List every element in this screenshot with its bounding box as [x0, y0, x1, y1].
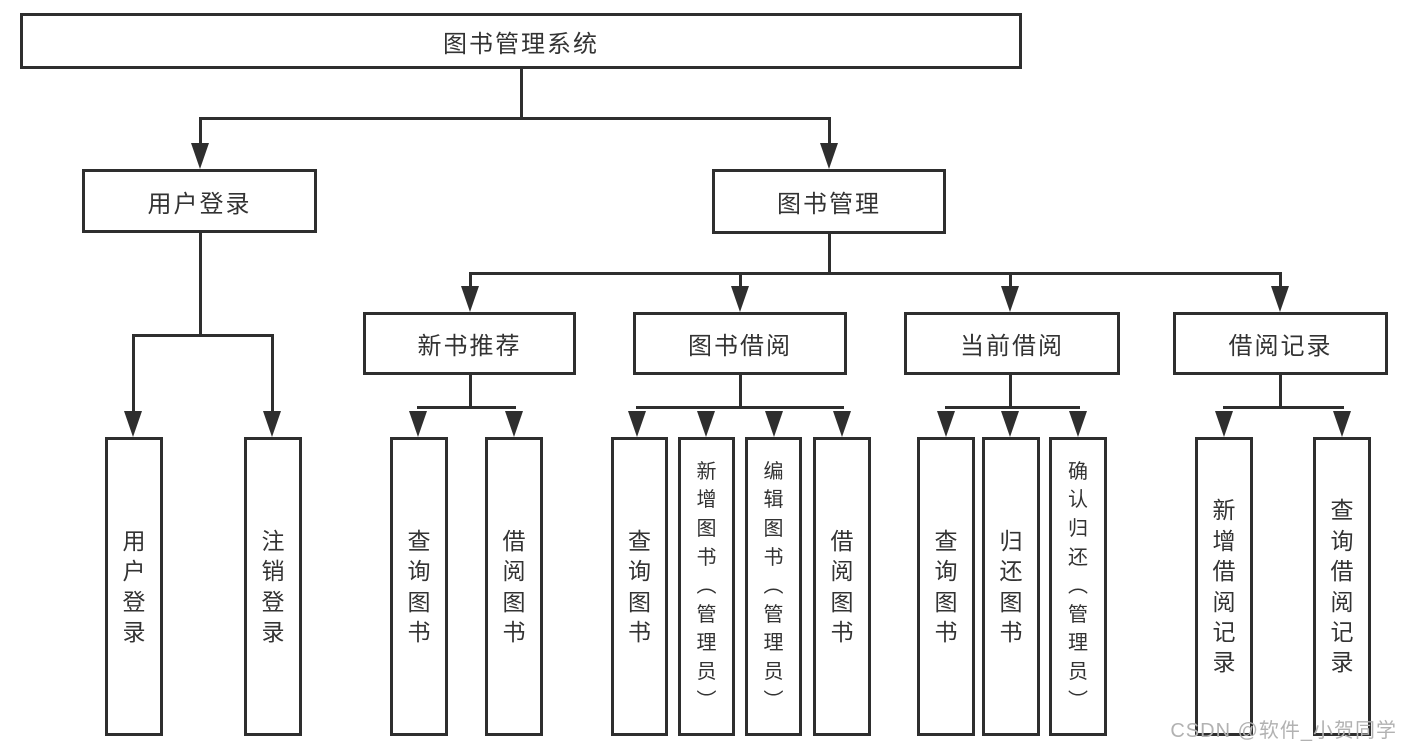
connector-line — [1009, 374, 1012, 409]
node-new-book-recommend: 新书推荐 — [363, 312, 576, 375]
leaf-user-login-label: 用户登录 — [122, 527, 146, 645]
arrowhead — [263, 411, 281, 437]
node-user-login-label: 用户登录 — [147, 190, 252, 218]
arrowhead — [833, 411, 851, 437]
arrowhead — [505, 411, 523, 437]
leaf-confirm-return-admin-label: 确认归还︵管理员︶ — [1067, 460, 1088, 712]
connector-line — [636, 406, 844, 409]
connector-line — [132, 334, 274, 337]
arrowhead — [731, 286, 749, 312]
leaf-query-books-1-label: 查询图书 — [407, 527, 431, 645]
arrowhead — [937, 411, 955, 437]
node-borrowing-records: 借阅记录 — [1173, 312, 1388, 375]
connector-line — [1279, 374, 1282, 409]
leaf-query-borrow-record-label: 查询借阅记录 — [1330, 497, 1354, 676]
connector-line — [945, 406, 1080, 409]
node-current-borrowing: 当前借阅 — [904, 312, 1120, 375]
leaf-confirm-return-admin: 确认归还︵管理员︶ — [1049, 437, 1107, 736]
connector-line — [1279, 272, 1282, 289]
csdn-watermark: CSDN @软件_小贺同学 — [1170, 720, 1397, 742]
arrowhead — [191, 143, 209, 169]
arrowhead — [1001, 411, 1019, 437]
node-new-book-recommend-label: 新书推荐 — [417, 333, 522, 360]
leaf-add-books-admin-label: 新增图书︵管理员︶ — [696, 460, 717, 712]
leaf-return-books: 归还图书 — [982, 437, 1040, 736]
connector-line — [739, 272, 742, 289]
leaf-logout: 注销登录 — [244, 437, 302, 736]
leaf-borrow-books-2: 借阅图书 — [813, 437, 871, 736]
leaf-add-borrow-record: 新增借阅记录 — [1195, 437, 1253, 736]
node-current-borrowing-label: 当前借阅 — [960, 333, 1064, 360]
connector-line — [469, 272, 1282, 275]
arrowhead — [1215, 411, 1233, 437]
connector-line — [739, 374, 742, 409]
arrowhead — [1271, 286, 1289, 312]
arrowhead — [820, 143, 838, 169]
connector-line — [199, 117, 202, 147]
node-book-borrowing-label: 图书借阅 — [688, 333, 792, 360]
leaf-query-books-3: 查询图书 — [917, 437, 975, 736]
leaf-query-books-2: 查询图书 — [611, 437, 668, 736]
node-root: 图书管理系统 — [20, 13, 1022, 69]
connector-line — [828, 117, 831, 147]
arrowhead — [124, 411, 142, 437]
connector-line — [199, 117, 831, 120]
connector-line — [271, 334, 274, 413]
arrowhead — [628, 411, 646, 437]
leaf-borrow-books-1: 借阅图书 — [485, 437, 543, 736]
leaf-add-books-admin: 新增图书︵管理员︶ — [678, 437, 735, 736]
leaf-logout-label: 注销登录 — [261, 527, 285, 645]
connector-line — [1223, 406, 1344, 409]
node-book-management-label: 图书管理 — [777, 191, 881, 218]
connector-line — [132, 334, 135, 413]
leaf-edit-books-admin: 编辑图书︵管理员︶ — [745, 437, 802, 736]
connector-line — [417, 406, 516, 409]
node-book-borrowing: 图书借阅 — [633, 312, 847, 375]
leaf-user-login: 用户登录 — [105, 437, 163, 736]
connector-line — [828, 232, 831, 275]
arrowhead — [1069, 411, 1087, 437]
node-book-management: 图书管理 — [712, 169, 946, 234]
leaf-query-books-1: 查询图书 — [390, 437, 448, 736]
arrowhead — [409, 411, 427, 437]
arrowhead — [765, 411, 783, 437]
connector-line — [1009, 272, 1012, 289]
leaf-edit-books-admin-label: 编辑图书︵管理员︶ — [763, 460, 784, 712]
arrowhead — [461, 286, 479, 312]
node-borrowing-records-label: 借阅记录 — [1228, 333, 1333, 360]
connector-line — [520, 66, 523, 120]
arrowhead — [1333, 411, 1351, 437]
leaf-borrow-books-1-label: 借阅图书 — [502, 527, 526, 645]
connector-line — [469, 374, 472, 409]
leaf-query-borrow-record: 查询借阅记录 — [1313, 437, 1371, 736]
leaf-query-books-3-label: 查询图书 — [934, 527, 958, 645]
leaf-return-books-label: 归还图书 — [999, 527, 1023, 645]
node-root-label: 图书管理系统 — [443, 30, 599, 58]
connector-line — [469, 272, 472, 289]
connector-line — [199, 231, 202, 337]
arrowhead — [697, 411, 715, 437]
leaf-query-books-2-label: 查询图书 — [628, 527, 651, 645]
arrowhead — [1001, 286, 1019, 312]
leaf-borrow-books-2-label: 借阅图书 — [830, 527, 854, 645]
node-user-login: 用户登录 — [82, 169, 317, 233]
leaf-add-borrow-record-label: 新增借阅记录 — [1212, 497, 1236, 676]
